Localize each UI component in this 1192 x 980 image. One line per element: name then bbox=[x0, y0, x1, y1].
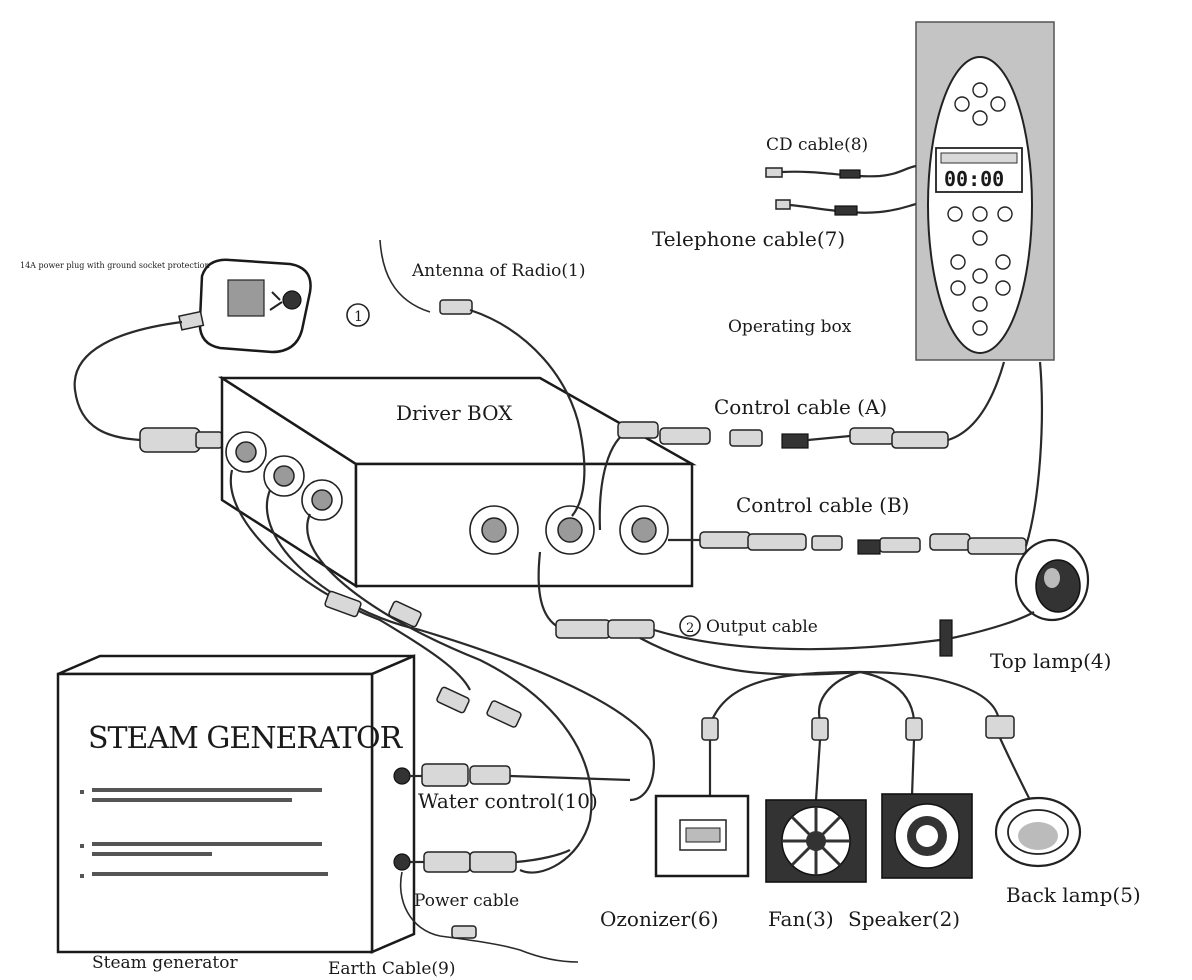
fan bbox=[765, 799, 867, 883]
control-cable-a-label: Control cable (A) bbox=[714, 395, 887, 419]
top-lamp-label: Top lamp(4) bbox=[990, 649, 1111, 673]
power-cable bbox=[410, 849, 571, 873]
display-digits: 00:00 bbox=[944, 167, 1004, 191]
back-lamp-label: Back lamp(5) bbox=[1006, 883, 1141, 907]
antenna-label: Antenna of Radio(1) bbox=[411, 261, 585, 281]
steam-generator-caption: Steam generator bbox=[92, 953, 238, 973]
operating-box-label: Operating box bbox=[728, 317, 852, 337]
output-marker: 2 bbox=[679, 615, 701, 637]
driver-box bbox=[217, 375, 697, 589]
fan-label: Fan(3) bbox=[768, 907, 834, 931]
speaker-label: Speaker(2) bbox=[848, 907, 960, 931]
item-1-marker: 1 bbox=[346, 303, 370, 327]
top-lamp bbox=[1014, 538, 1090, 622]
earth-cable bbox=[399, 871, 579, 963]
speaker bbox=[881, 793, 973, 879]
control-cable-a bbox=[598, 361, 1006, 531]
power-plug bbox=[178, 258, 312, 354]
telephone-cable-label: Telephone cable(7) bbox=[652, 227, 845, 251]
antenna-cable bbox=[379, 239, 586, 517]
svg-text:1: 1 bbox=[354, 309, 363, 325]
driver-box-label: Driver BOX bbox=[396, 401, 513, 425]
earth-cable-label: Earth Cable(9) bbox=[328, 959, 455, 979]
steam-generator bbox=[56, 654, 416, 954]
back-lamp bbox=[994, 796, 1082, 868]
water-control-label: Water control(10) bbox=[418, 789, 598, 813]
operating-box: 00:00 bbox=[915, 21, 1055, 361]
ozonizer bbox=[654, 794, 750, 878]
telephone-cable bbox=[775, 199, 917, 216]
cd-cable bbox=[765, 164, 917, 179]
output-cable-label: Output cable bbox=[706, 617, 818, 637]
power-cable-label: Power cable bbox=[414, 891, 519, 911]
svg-text:2: 2 bbox=[686, 621, 694, 636]
power-plug-note: 14A power plug with ground socket protec… bbox=[20, 261, 210, 270]
output-cable bbox=[537, 551, 1035, 676]
cd-cable-label: CD cable(8) bbox=[766, 135, 868, 155]
steam-generator-title: STEAM GENERATOR bbox=[88, 721, 404, 756]
control-cable-b bbox=[668, 361, 1043, 555]
ozonizer-label: Ozonizer(6) bbox=[600, 907, 719, 931]
water-control-cable bbox=[410, 763, 631, 787]
control-cable-b-label: Control cable (B) bbox=[736, 493, 909, 517]
